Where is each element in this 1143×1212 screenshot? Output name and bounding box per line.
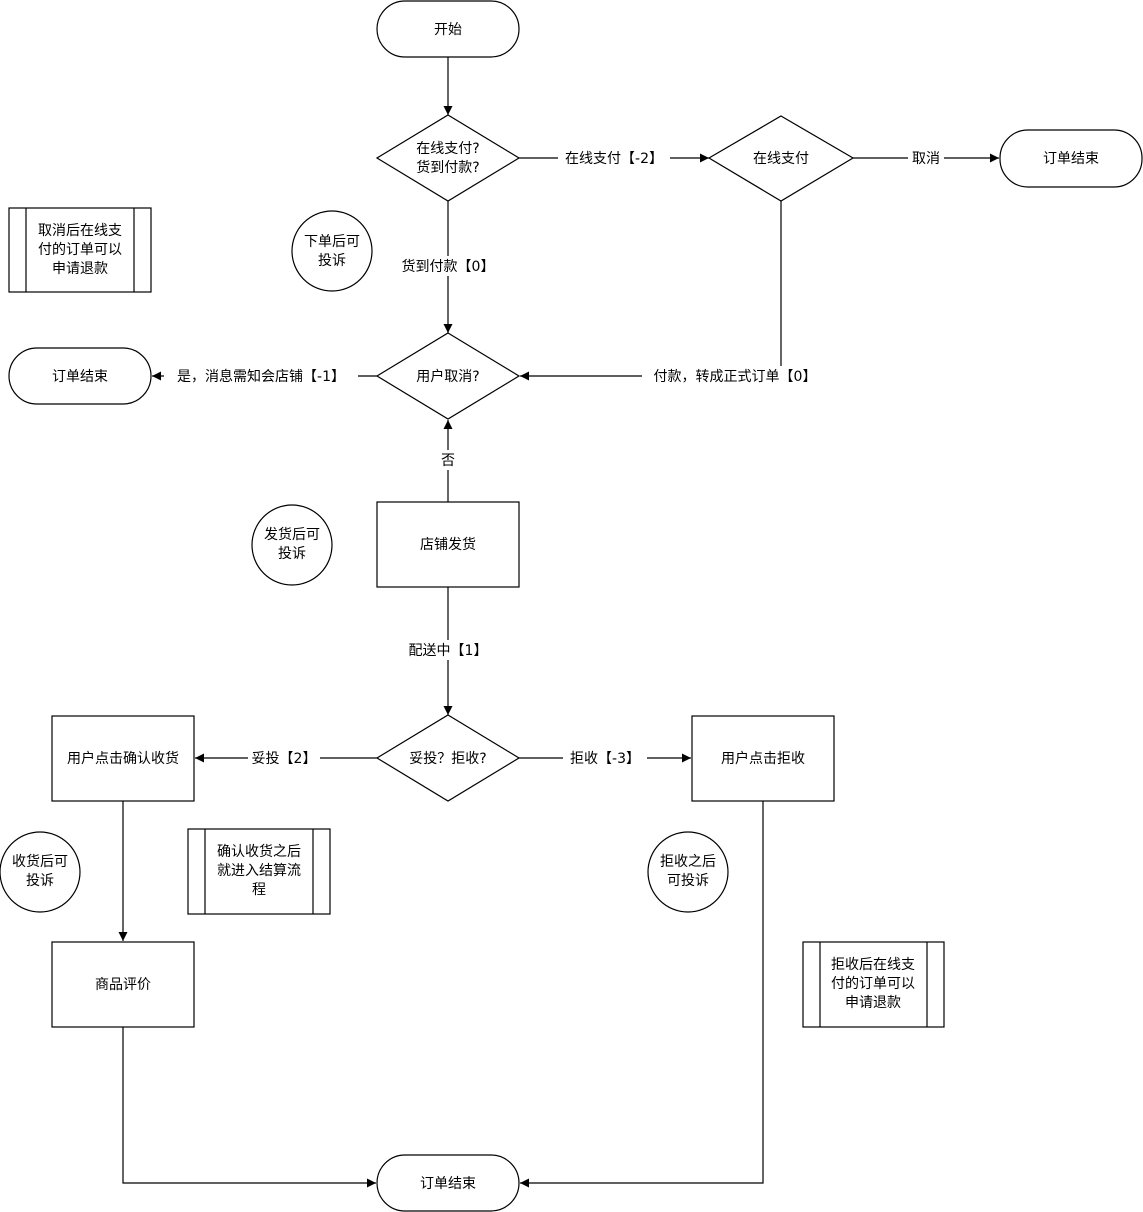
end-final-label: 订单结束 — [420, 1176, 476, 1192]
complaint-after-reject-line-1: 拒收之后 — [660, 854, 716, 870]
pay-decision-diamond: 在线支付? 货到付款? — [375, 114, 521, 202]
end-cancel-terminator: 订单结束 — [999, 129, 1143, 188]
user-cancel-diamond: 用户取消? — [375, 332, 521, 420]
reject-receipt-box: 用户点击拒收 — [691, 715, 835, 802]
complaint-after-receipt: 收货后可 投诉 — [0, 831, 81, 913]
pay-decision-line-2: 货到付款? — [416, 159, 479, 176]
edge-label-cancel: 取消 — [912, 151, 940, 167]
note-refund-after-reject-line-2: 付的订单可以 — [831, 976, 915, 992]
end-user-cancel-label: 订单结束 — [52, 369, 108, 385]
edge-label-delivered: 妥投【2】 — [252, 751, 317, 767]
confirm-receipt-box: 用户点击确认收货 — [51, 715, 195, 802]
review-label: 商品评价 — [95, 977, 151, 993]
complaint-after-reject-line-2: 可投诉 — [667, 873, 709, 889]
deliver-decision-diamond: 妥投？拒收? — [375, 714, 521, 802]
edge-label-online-pay: 在线支付【-2】 — [565, 151, 663, 167]
user-cancel-label: 用户取消? — [416, 368, 479, 385]
end-final-terminator: 订单结束 — [376, 1154, 520, 1212]
complaint-after-ship-line-1: 发货后可 — [264, 526, 320, 543]
complaint-after-reject: 拒收之后 可投诉 — [647, 831, 729, 913]
edge-label-yes-cancel: 是，消息需知会店铺【-1】 — [177, 368, 345, 385]
edge-label-no: 否 — [441, 453, 455, 469]
note-refund-after-reject: 拒收后在线支 付的订单可以 申请退款 — [802, 941, 945, 1028]
note-refund-after-reject-line-3: 申请退款 — [845, 995, 901, 1011]
shop-ship-box: 店铺发货 — [376, 501, 520, 588]
complaint-after-order-line-1: 下单后可 — [304, 234, 360, 250]
note-settlement: 确认收货之后 就进入结算流 程 — [187, 828, 331, 915]
complaint-after-order-line-2: 投诉 — [318, 253, 346, 269]
complaint-after-ship-line-2: 投诉 — [278, 546, 306, 562]
shop-ship-label: 店铺发货 — [420, 536, 476, 553]
edge-label-paid: 付款，转成正式订单【0】 — [654, 369, 817, 385]
online-pay-label: 在线支付 — [753, 151, 809, 167]
complaint-after-ship: 发货后可 投诉 — [251, 504, 333, 586]
end-user-cancel-terminator: 订单结束 — [8, 347, 152, 405]
end-cancel-label: 订单结束 — [1043, 151, 1099, 167]
confirm-receipt-label: 用户点击确认收货 — [67, 750, 179, 767]
note-refund-after-reject-line-1: 拒收后在线支 — [831, 957, 915, 973]
edge-reject-to-end — [520, 801, 764, 1188]
note-settlement-line-2: 就进入结算流 — [217, 863, 301, 879]
note-settlement-line-1: 确认收货之后 — [217, 843, 301, 860]
complaint-after-receipt-line-2: 投诉 — [26, 873, 54, 889]
edge-label-cod: 货到付款【0】 — [402, 258, 495, 275]
complaint-after-order: 下单后可 投诉 — [291, 210, 373, 292]
edge-label-delivering: 配送中【1】 — [409, 643, 488, 659]
start-terminator: 开始 — [376, 0, 520, 58]
note-settlement-line-3: 程 — [252, 882, 266, 898]
review-box: 商品评价 — [51, 941, 195, 1028]
pay-decision-line-1: 在线支付? — [416, 141, 479, 157]
start-label: 开始 — [434, 22, 462, 38]
online-pay-diamond: 在线支付 — [707, 115, 855, 202]
note-refund-after-cancel-line-2: 付的订单可以 — [38, 242, 122, 258]
complaint-after-receipt-line-1: 收货后可 — [12, 853, 68, 870]
deliver-decision-label: 妥投？拒收? — [409, 751, 486, 767]
reject-receipt-label: 用户点击拒收 — [721, 750, 805, 767]
edge-paid — [520, 201, 782, 381]
edge-labels: 在线支付【-2】 取消 货到付款【0】 付款，转成正式订单【0】 是，消息需知会… — [164, 148, 944, 768]
note-refund-after-cancel: 取消后在线支 付的订单可以 申请退款 — [8, 207, 152, 293]
note-refund-after-cancel-line-3: 申请退款 — [52, 261, 108, 277]
edge-review-to-end — [122, 1027, 376, 1188]
note-refund-after-cancel-line-1: 取消后在线支 — [38, 223, 122, 239]
edge-label-rejected: 拒收【-3】 — [570, 751, 640, 767]
